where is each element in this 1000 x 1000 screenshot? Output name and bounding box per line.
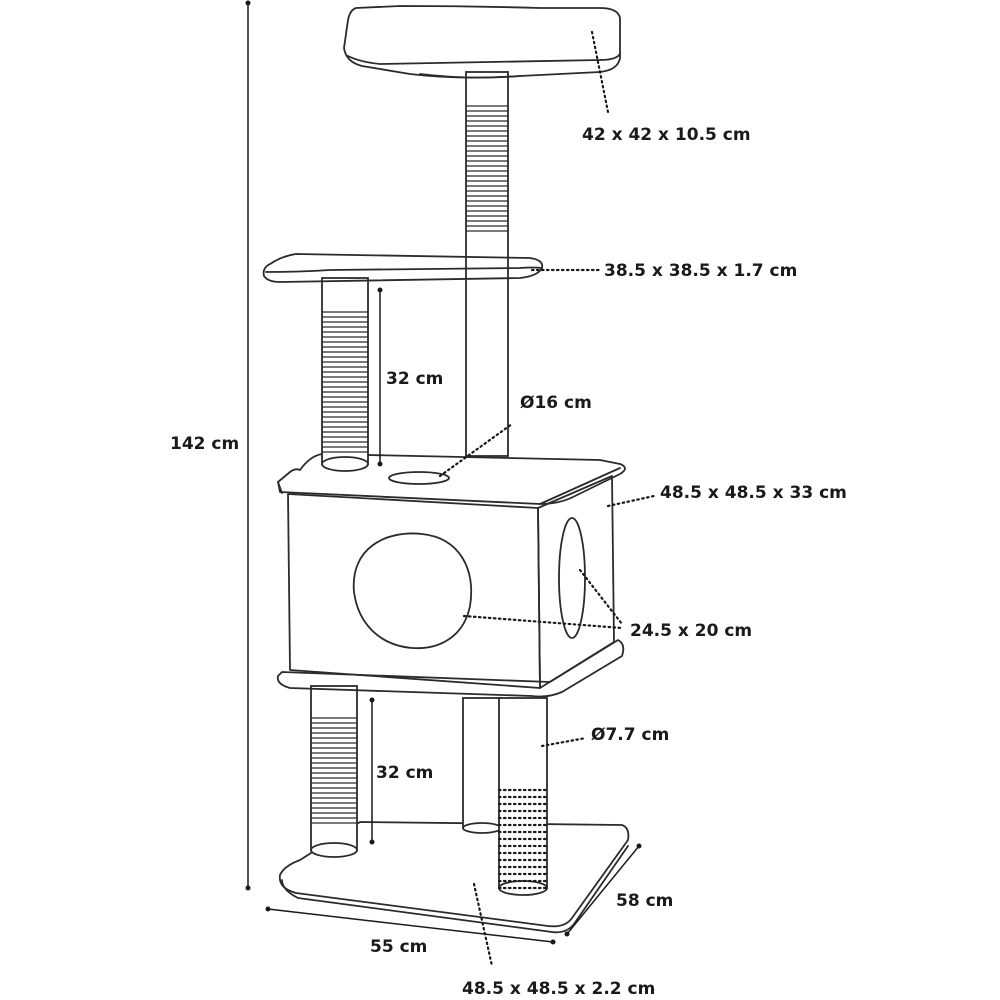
top-bed-leader (590, 30, 610, 114)
front-opening-leader (462, 614, 624, 630)
condo-opening-label: 24.5 x 20 cm (630, 621, 752, 641)
mid-platform (262, 253, 544, 283)
base-leader (472, 882, 494, 968)
hole-leader (438, 422, 514, 478)
base-depth-dimension (564, 843, 642, 937)
tall-back-post (465, 71, 509, 457)
condo-leader (606, 494, 656, 508)
lower-front-post (497, 697, 549, 896)
upper-left-post (321, 277, 369, 472)
upper-left-rope-wrap (322, 311, 368, 453)
side-opening-leader (578, 568, 624, 626)
base-width-label: 55 cm (370, 937, 427, 957)
condo-box (276, 453, 626, 698)
top-bed (343, 5, 621, 79)
lower-post-height-label: 32 cm (376, 763, 433, 783)
upper-post-height-dimension (377, 287, 383, 467)
top-bed-label: 42 x 42 x 10.5 cm (582, 125, 751, 145)
lower-back-post (462, 697, 502, 834)
lower-post-height-dimension (369, 697, 375, 845)
total-height-label: 142 cm (170, 434, 239, 454)
total-height-dimension (245, 0, 251, 891)
lower-left-post (310, 685, 358, 858)
post-diameter-label: Ø7.7 cm (591, 725, 669, 745)
upper-post-height-label: 32 cm (386, 369, 443, 389)
condo-size-label: 48.5 x 48.5 x 33 cm (660, 483, 847, 503)
mid-platform-label: 38.5 x 38.5 x 1.7 cm (604, 261, 797, 281)
base-width-dimension (265, 906, 556, 945)
lower-front-mesh-texture (497, 788, 549, 890)
base-plate (278, 821, 630, 934)
tall-post-rope-wrap (466, 105, 508, 232)
lower-left-rope-wrap (311, 717, 357, 824)
post-diameter-leader (540, 736, 588, 748)
hole-diameter-label: Ø16 cm (520, 393, 592, 413)
base-depth-label: 58 cm (616, 891, 673, 911)
base-size-label: 48.5 x 48.5 x 2.2 cm (462, 979, 655, 999)
